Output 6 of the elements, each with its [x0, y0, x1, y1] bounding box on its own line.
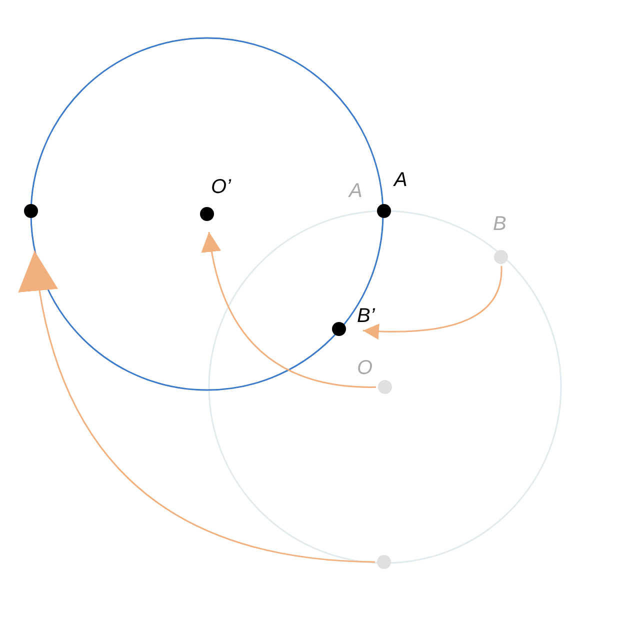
point-label: O: [357, 357, 373, 379]
point-label: B: [493, 213, 506, 235]
point-label: B’: [357, 305, 375, 327]
point-label: A: [349, 180, 362, 202]
point-label: A: [394, 169, 408, 191]
point-label: O’: [211, 176, 231, 198]
